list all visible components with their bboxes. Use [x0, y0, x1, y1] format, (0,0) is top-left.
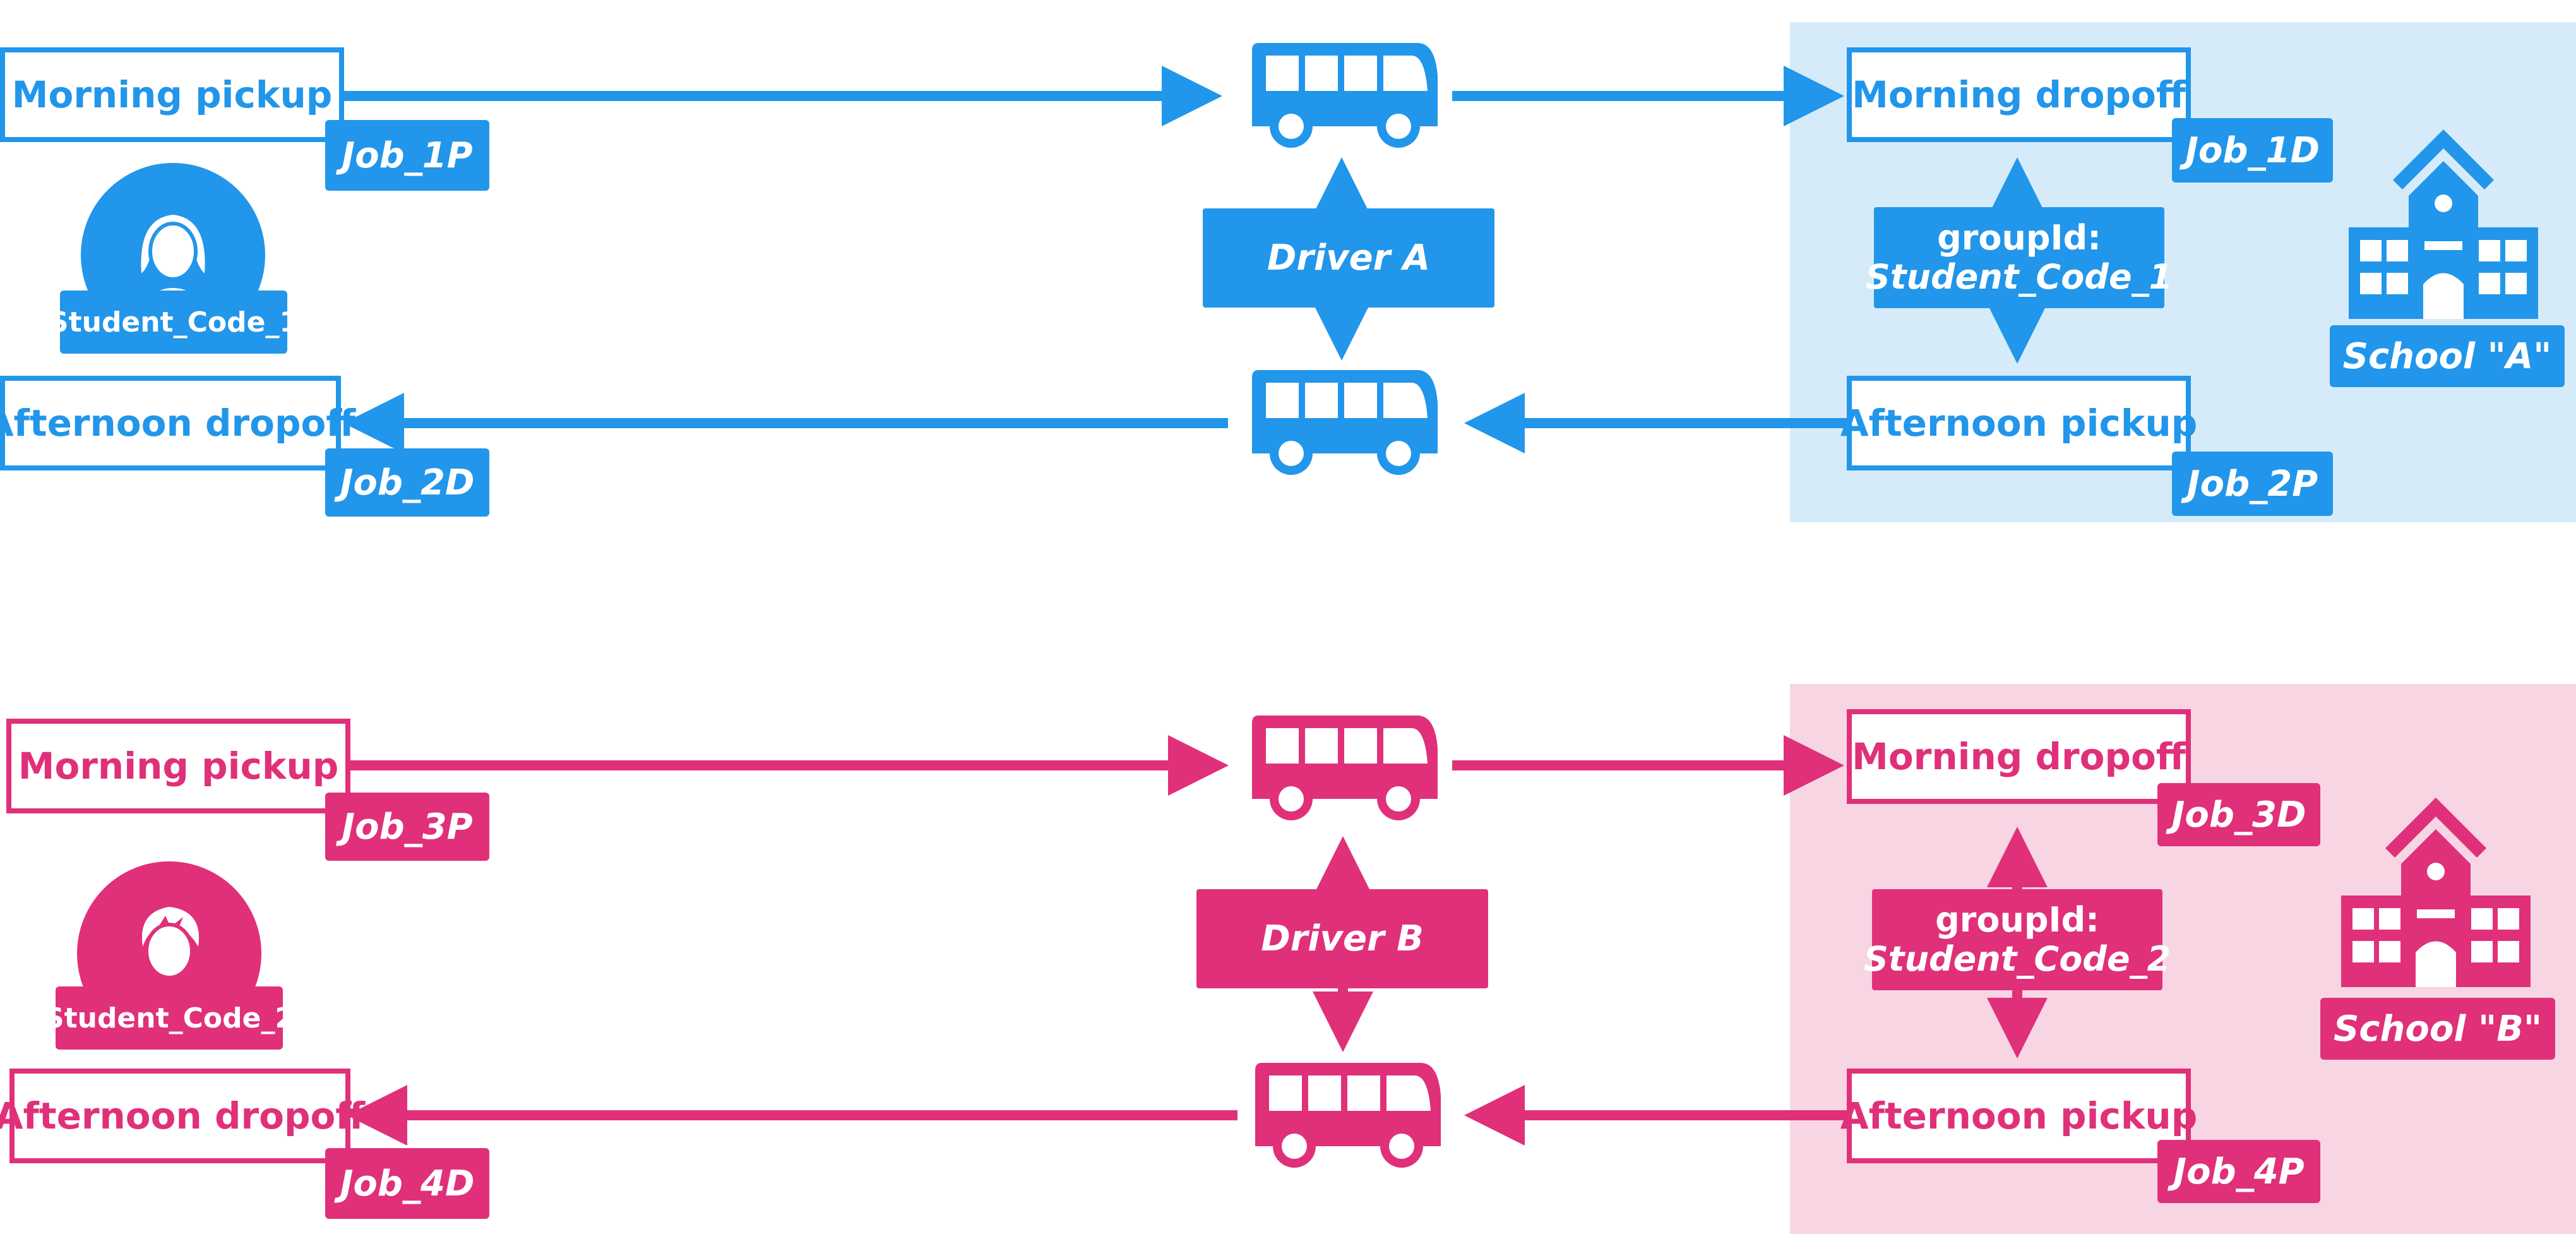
school-tag-b: School "B" [2320, 998, 2555, 1060]
school-tag-a: School "A" [2330, 325, 2565, 387]
job-tag-3p: Job_3P [325, 793, 489, 861]
group-id-box-a: groupId: Student_Code_1 [1866, 207, 2173, 308]
student-code-tag-a: Student_Code_1 [49, 291, 299, 354]
morning-pickup-box-b: Morning pickup [6, 719, 350, 813]
afternoon-pickup-box-b: Afternoon pickup [1840, 1069, 2197, 1163]
morning-dropoff-box-b: Morning dropoff [1847, 709, 2191, 804]
job-tag-1p: Job_1P [325, 120, 489, 191]
group-id-label: groupId: [1935, 899, 2099, 940]
group-id-value: Student_Code_1 [1865, 257, 2173, 297]
job-tag-3d: Job_3D [2157, 783, 2320, 846]
bus-icon [1252, 716, 1438, 820]
school-building-icon [2349, 129, 2538, 319]
job-tag-2p: Job_2P [2172, 452, 2333, 516]
bus-icon [1255, 1063, 1441, 1168]
morning-pickup-box-a: Morning pickup [0, 47, 344, 142]
job-tag-4p: Job_4P [2157, 1140, 2320, 1203]
afternoon-dropoff-box-a: Afternoon dropoff [0, 376, 355, 470]
driver-a-box: Driver A [1203, 208, 1494, 308]
bus-icon [1252, 43, 1438, 148]
group-id-box-b: groupId: Student_Code_2 [1864, 889, 2171, 990]
school-building-icon [2341, 798, 2531, 987]
job-tag-2d: Job_2D [325, 448, 489, 517]
driver-b-box: Driver B [1196, 889, 1488, 988]
job-tag-1d: Job_1D [2172, 118, 2333, 183]
group-id-value: Student_Code_2 [1863, 939, 2171, 979]
job-tag-4d: Job_4D [325, 1148, 489, 1219]
afternoon-pickup-box-a: Afternoon pickup [1840, 376, 2197, 470]
morning-dropoff-box-a: Morning dropoff [1847, 47, 2191, 142]
bus-icon [1252, 370, 1438, 475]
student-code-tag-b: Student_Code_2 [44, 986, 294, 1050]
afternoon-dropoff-box-b: Afternoon dropoff [0, 1069, 365, 1163]
group-id-label: groupId: [1937, 217, 2101, 258]
